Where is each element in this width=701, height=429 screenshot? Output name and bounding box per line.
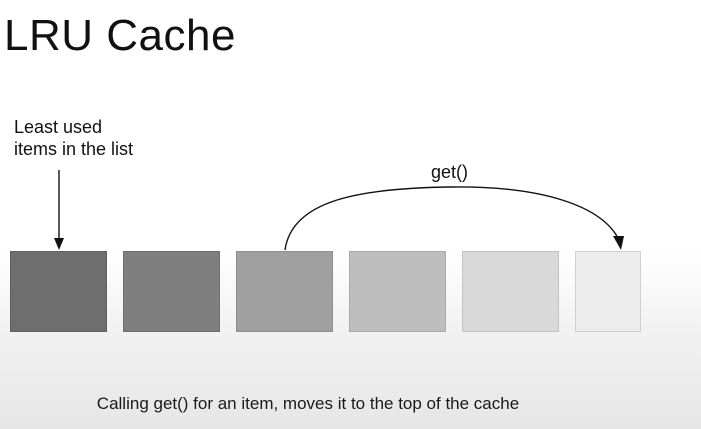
get-call-label: get() <box>431 162 469 182</box>
cache-item <box>10 251 107 332</box>
cache-item <box>462 251 559 332</box>
callout-line-1: Least used <box>14 117 103 137</box>
slide-title: LRU Cache <box>4 11 236 60</box>
curved-arrow-icon <box>284 186 624 251</box>
arrow-down-icon <box>54 170 64 250</box>
caption: Calling get() for an item, moves it to t… <box>96 394 520 413</box>
least-used-callout: Least used items in the list <box>14 116 214 160</box>
cache-item <box>349 251 446 332</box>
callout-line-2: items in the list <box>14 139 134 159</box>
cache-item <box>575 251 641 332</box>
cache-item <box>236 251 333 332</box>
cache-item <box>123 251 220 332</box>
